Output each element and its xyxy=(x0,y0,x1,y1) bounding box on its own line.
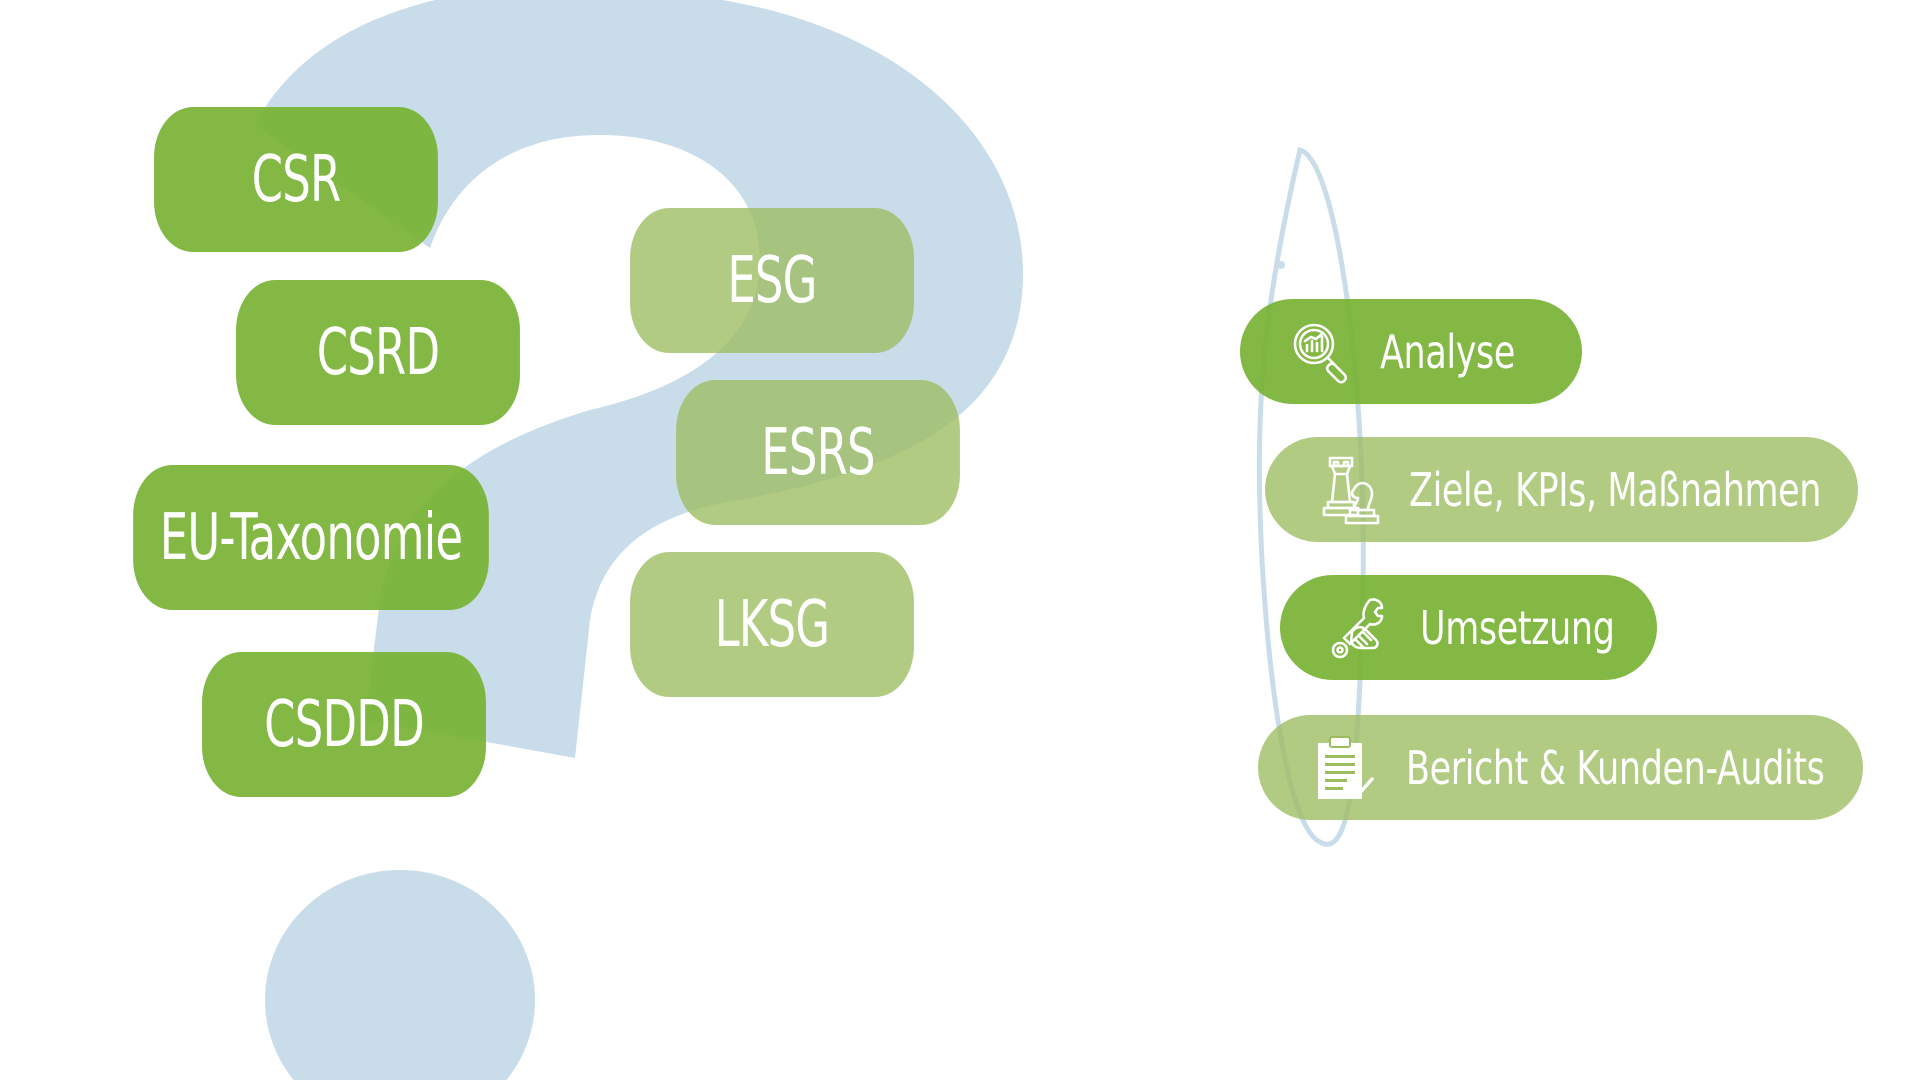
term-pill-csr: CSR xyxy=(154,107,438,252)
term-label: LKSG xyxy=(714,587,830,662)
question-mark-dot xyxy=(265,870,535,1080)
term-pill-esg: ESG xyxy=(630,208,914,353)
term-pill-lksg: LKSG xyxy=(630,552,914,697)
term-label: EU-Taxonomie xyxy=(159,500,463,575)
step-label: Ziele, KPIs, Maßnahmen xyxy=(1409,462,1822,517)
term-label: CSRD xyxy=(316,315,440,390)
step-label: Umsetzung xyxy=(1420,600,1615,655)
hand-wrench-gear-icon xyxy=(1324,590,1400,666)
term-label: ESRS xyxy=(761,415,875,490)
clipboard-icon xyxy=(1306,730,1382,806)
step-label: Bericht & Kunden-Audits xyxy=(1406,740,1825,795)
step-pill-analyse: Analyse xyxy=(1240,299,1582,404)
term-pill-csrd: CSRD xyxy=(236,280,520,425)
term-pill-esrs: ESRS xyxy=(676,380,960,525)
term-label: CSR xyxy=(251,142,342,217)
term-label: ESG xyxy=(727,243,817,318)
step-pill-umsetzung: Umsetzung xyxy=(1280,575,1657,680)
step-pill-bericht: Bericht & Kunden-Audits xyxy=(1258,715,1863,820)
magnifier-chart-icon xyxy=(1284,314,1360,390)
term-label: CSDDD xyxy=(264,687,425,762)
term-pill-eu-taxonomie: EU-Taxonomie xyxy=(133,465,489,610)
term-pill-csddd: CSDDD xyxy=(202,652,486,797)
chess-pieces-icon xyxy=(1313,452,1389,528)
step-pill-ziele: Ziele, KPIs, Maßnahmen xyxy=(1265,437,1858,542)
step-label: Analyse xyxy=(1380,324,1515,379)
